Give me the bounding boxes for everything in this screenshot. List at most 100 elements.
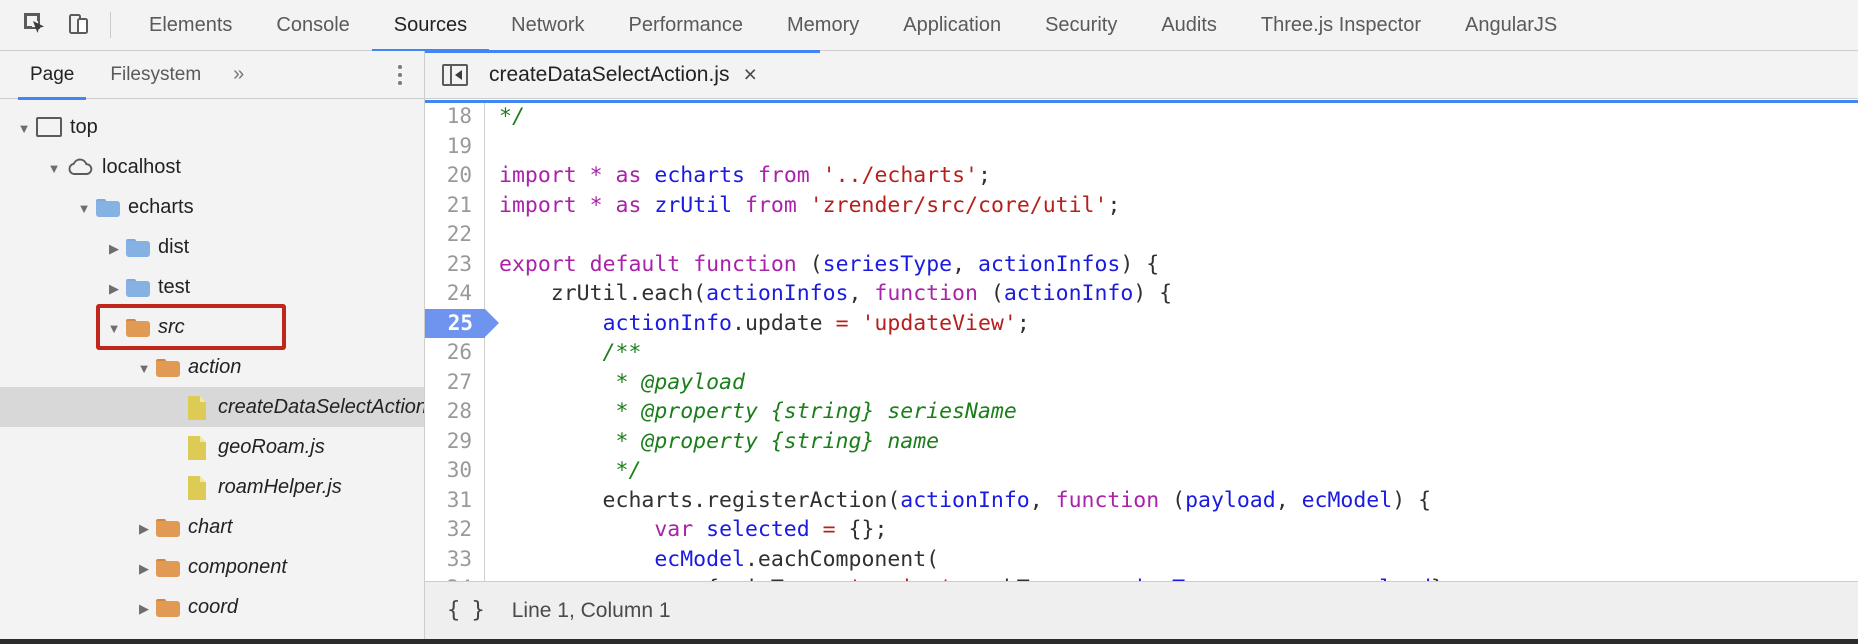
chevron-right-icon[interactable]: ▶ <box>139 520 149 536</box>
tree-item-test[interactable]: ▶test <box>0 267 424 307</box>
code-line: 34 {mainType: 'series', subType: seriesT… <box>425 574 1858 581</box>
chevron-down-icon[interactable]: ▼ <box>107 320 121 336</box>
code-token: actionInfos <box>706 281 849 306</box>
chevron-down-icon[interactable]: ▼ <box>137 360 151 376</box>
code-token: zrUtil <box>654 192 733 218</box>
folder-icon-authored <box>156 597 180 617</box>
code-token: , <box>1029 487 1056 513</box>
code-token: /** <box>499 340 642 365</box>
code-token: as <box>615 192 642 218</box>
tree-item-label: top <box>70 115 98 138</box>
more-options-icon[interactable] <box>398 64 402 85</box>
tab-security[interactable]: Security <box>1023 0 1139 51</box>
chevron-right-icon[interactable]: ▶ <box>139 600 149 616</box>
code-token: {mainType: <box>499 576 849 581</box>
chevron-right-icon[interactable]: ▶ <box>139 560 149 576</box>
line-number[interactable]: 27 <box>425 367 485 397</box>
code-token: * @property {string} seriesName <box>499 399 1017 424</box>
code-token: * <box>589 163 603 188</box>
line-number[interactable]: 30 <box>425 456 485 486</box>
code-token: actionInfo <box>900 487 1030 513</box>
chevron-down-icon[interactable]: ▼ <box>17 120 31 136</box>
tab-angularjs[interactable]: AngularJS <box>1443 0 1579 51</box>
code-token: from <box>745 192 797 218</box>
tree-item-src[interactable]: ▼src <box>0 307 424 347</box>
code-line-text: zrUtil.each(actionInfos, function (actio… <box>485 279 1172 309</box>
code-line-text: ecModel.eachComponent( <box>485 545 939 575</box>
line-number[interactable]: 32 <box>425 515 485 545</box>
tree-item-georoam-js[interactable]: geoRoam.js <box>0 427 424 467</box>
code-line-text: */ <box>485 456 641 486</box>
code-token <box>577 163 590 188</box>
line-number[interactable]: 29 <box>425 426 485 456</box>
line-number[interactable]: 19 <box>425 131 485 161</box>
line-number[interactable]: 28 <box>425 397 485 427</box>
tree-item-label: dist <box>158 235 190 258</box>
line-number[interactable]: 18 <box>425 102 485 132</box>
code-line: 30 */ <box>425 456 1858 486</box>
line-number[interactable]: 22 <box>425 220 485 250</box>
folder-icon <box>96 197 120 217</box>
code-token: ; <box>1107 192 1121 218</box>
chevron-down-icon[interactable]: ▼ <box>47 160 61 176</box>
tab-console[interactable]: Console <box>254 0 371 51</box>
tab-audits[interactable]: Audits <box>1139 0 1239 51</box>
tree-item-coord[interactable]: ▶coord <box>0 587 424 627</box>
tab-network[interactable]: Network <box>489 0 606 51</box>
line-number[interactable]: 26 <box>425 338 485 368</box>
code-token <box>577 252 590 277</box>
navigator-tab-filesystem[interactable]: Filesystem <box>92 51 219 99</box>
line-number[interactable]: 31 <box>425 485 485 515</box>
code-token: echarts <box>654 163 745 188</box>
tab-label: Three.js Inspector <box>1260 13 1421 36</box>
tree-item-echarts[interactable]: ▼echarts <box>0 187 424 227</box>
tab-threejs-inspector[interactable]: Three.js Inspector <box>1239 0 1443 51</box>
line-number[interactable]: 25 <box>425 308 499 338</box>
code-token: ecModel <box>654 546 745 572</box>
line-number[interactable]: 34 <box>425 574 485 581</box>
navigator-more-tabs-icon[interactable]: » <box>233 63 245 85</box>
code-token <box>797 193 810 218</box>
tree-item-component[interactable]: ▶component <box>0 547 424 587</box>
code-line: 33 ecModel.eachComponent( <box>425 544 1858 575</box>
code-token: from <box>757 163 810 188</box>
tab-application[interactable]: Application <box>881 0 1023 51</box>
chevron-right-icon[interactable]: ▶ <box>109 240 119 256</box>
close-icon[interactable]: × <box>743 61 757 87</box>
chevron-right-icon[interactable]: ▶ <box>109 280 119 296</box>
tab-elements[interactable]: Elements <box>127 0 254 51</box>
navigator-tab-page[interactable]: Page <box>12 51 92 100</box>
tab-performance[interactable]: Performance <box>607 0 766 51</box>
code-token: ( <box>977 281 1004 306</box>
cursor-position-label: Line 1, Column 1 <box>511 598 671 622</box>
device-toolbar-icon[interactable] <box>58 3 102 47</box>
code-token: function <box>693 251 797 277</box>
line-number[interactable]: 20 <box>425 161 485 191</box>
js-file-icon <box>186 394 210 420</box>
tree-item-localhost[interactable]: ▼localhost <box>0 147 424 187</box>
line-number[interactable]: 23 <box>425 249 485 279</box>
show-navigator-icon[interactable] <box>425 51 485 98</box>
tree-item-roamhelper-js[interactable]: roamHelper.js <box>0 467 424 507</box>
tree-item-chart[interactable]: ▶chart <box>0 507 424 547</box>
chevron-down-icon[interactable]: ▼ <box>77 200 91 216</box>
code-token <box>641 163 654 188</box>
inspect-element-icon[interactable] <box>14 3 58 47</box>
devtools-body: Page Filesystem » ▼top▼localhost▼echarts… <box>0 50 1858 639</box>
editor-file-tab[interactable]: createDataSelectAction.js × <box>485 51 773 98</box>
line-number[interactable]: 21 <box>425 190 485 220</box>
tree-item-label: createDataSelectAction.js <box>218 395 424 418</box>
tree-item-action[interactable]: ▼action <box>0 347 424 387</box>
tree-item-top[interactable]: ▼ top <box>0 107 424 147</box>
line-number[interactable]: 33 <box>425 544 485 574</box>
tab-sources[interactable]: Sources <box>371 0 490 52</box>
code-token: ) { <box>1133 281 1173 306</box>
pretty-print-icon[interactable]: { } <box>447 598 485 623</box>
tab-memory[interactable]: Memory <box>765 0 881 51</box>
line-number[interactable]: 24 <box>425 279 485 309</box>
tree-item-dist[interactable]: ▶ dist <box>0 227 424 267</box>
code-line: 29 * @property {string} name <box>425 426 1858 456</box>
tree-item-createdataselectaction-js[interactable]: createDataSelectAction.js <box>0 387 424 427</box>
